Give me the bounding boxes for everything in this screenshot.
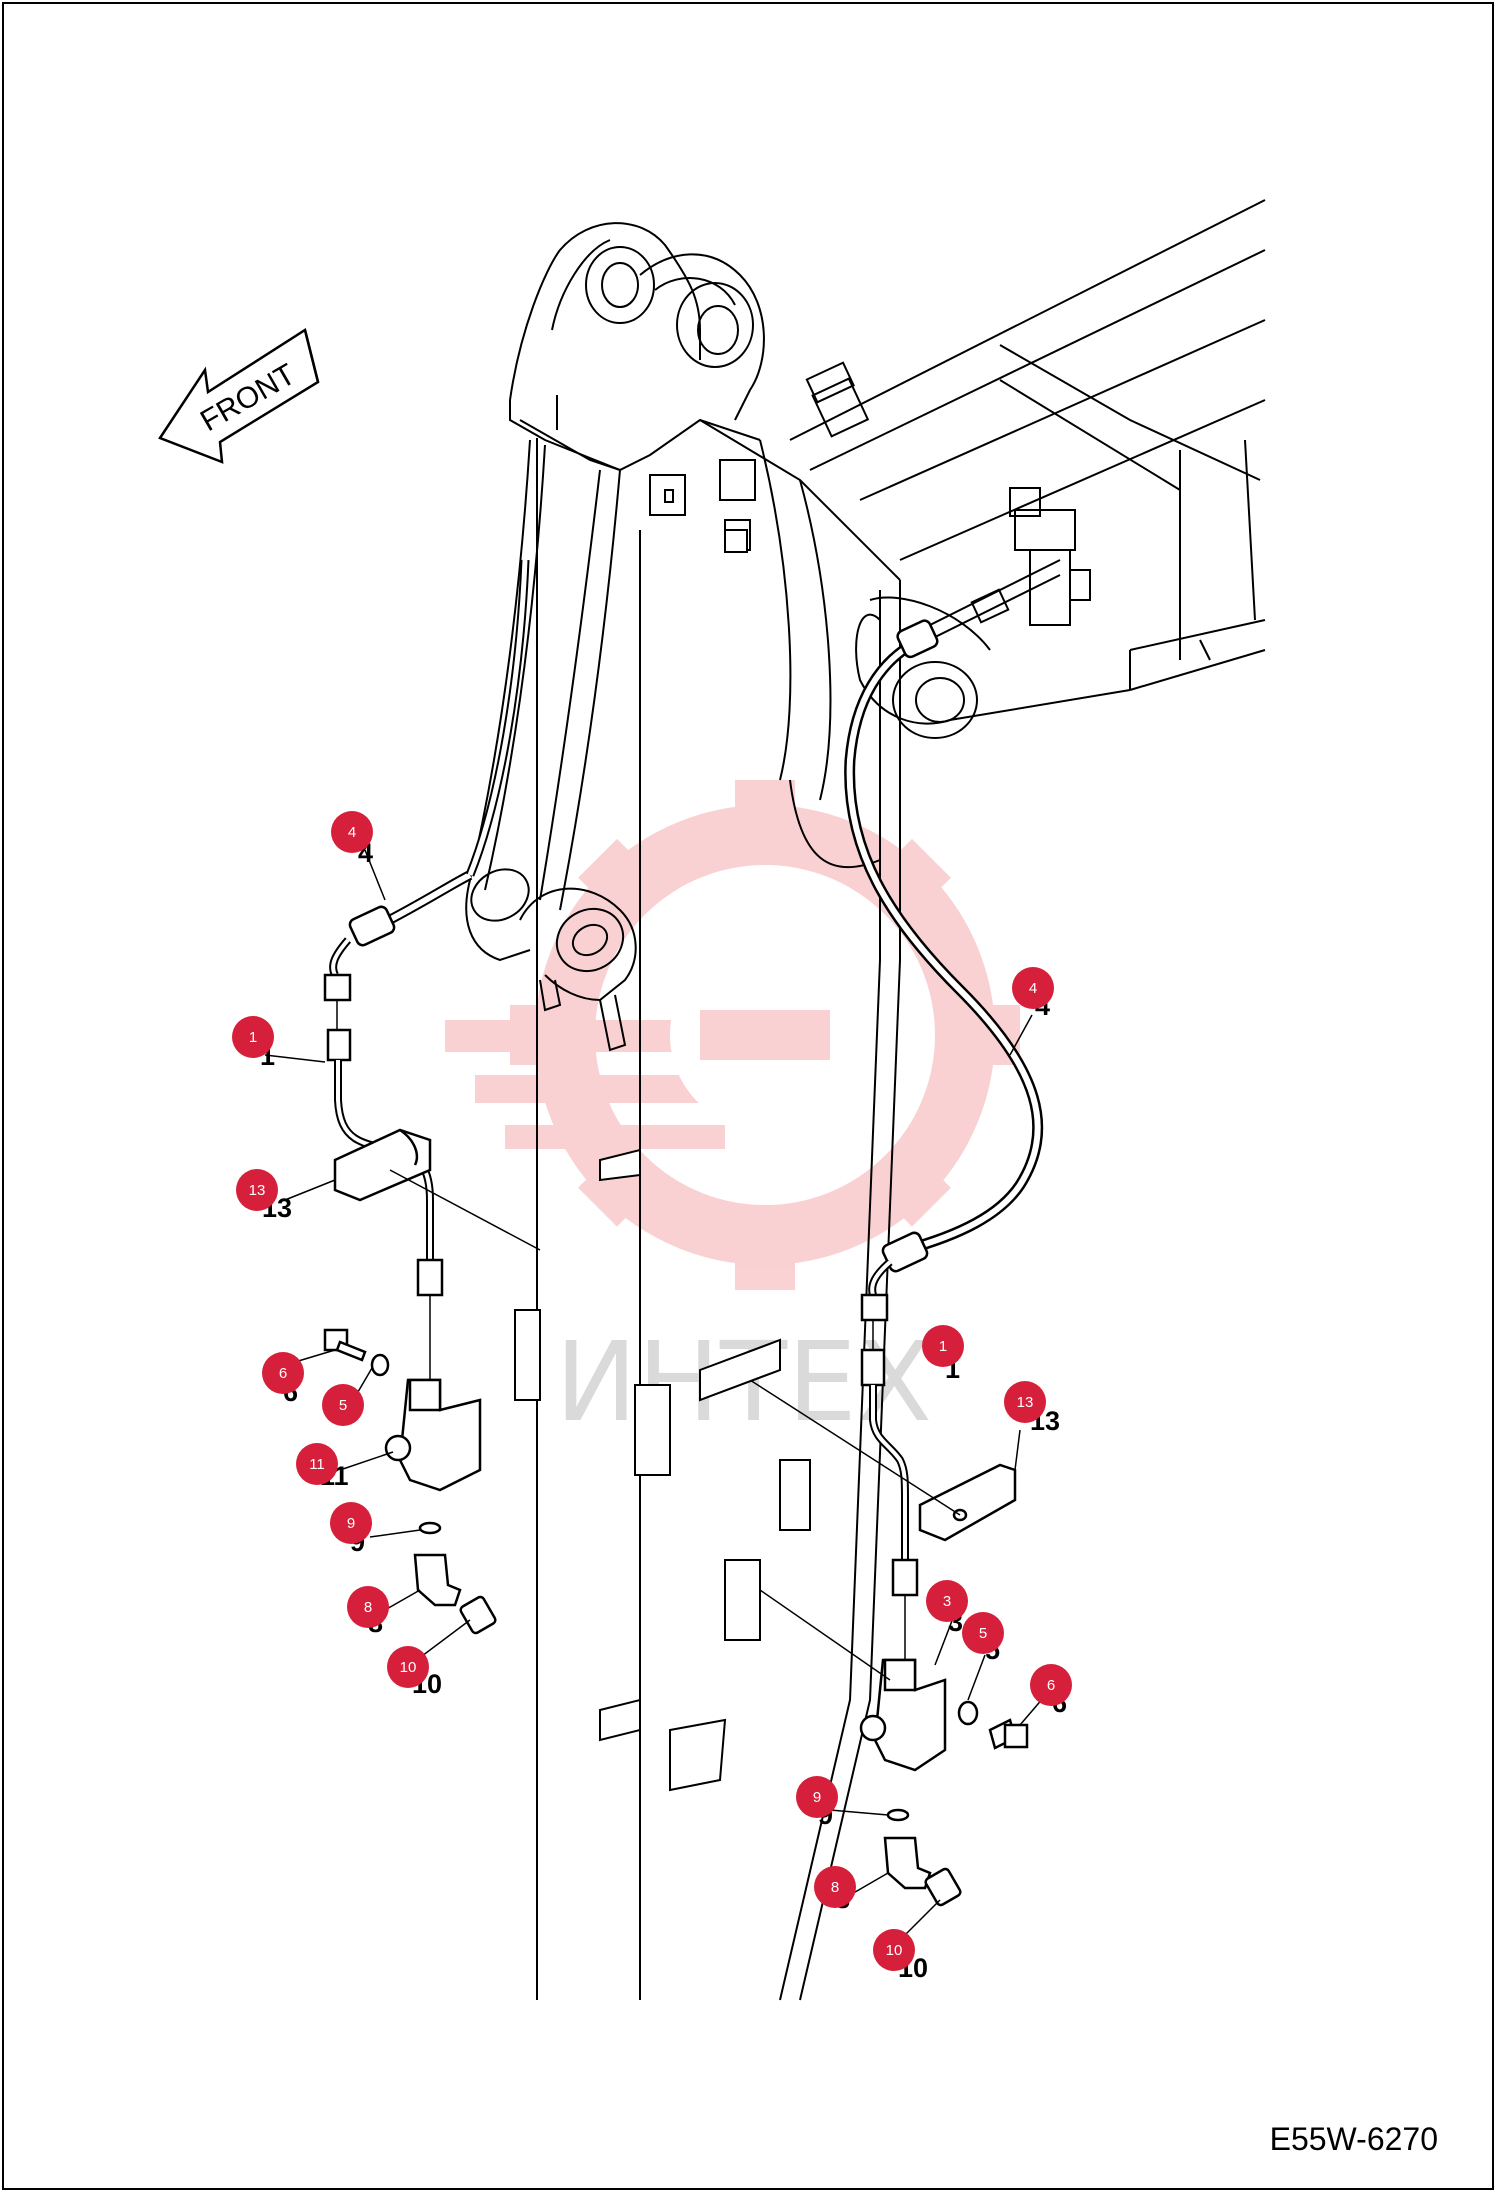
callout-left-11[interactable]: 11	[296, 1443, 338, 1485]
svg-text:5: 5	[979, 1625, 987, 1642]
front-arrow-icon: FRONT	[158, 328, 320, 464]
callout-left-6[interactable]: 6	[262, 1352, 304, 1394]
callout-bubbles: 4 1 13 6 5 11 9 8 10 4 1 13 3 5 6 9 8 10	[232, 811, 1072, 1971]
svg-text:5: 5	[339, 1397, 347, 1414]
svg-text:6: 6	[279, 1365, 287, 1382]
callout-right-6[interactable]: 6	[1030, 1664, 1072, 1706]
callout-right-5[interactable]: 5	[962, 1612, 1004, 1654]
callout-left-5[interactable]: 5	[322, 1384, 364, 1426]
svg-text:4: 4	[348, 824, 356, 841]
callout-left-13[interactable]: 13	[236, 1169, 278, 1211]
svg-text:11: 11	[309, 1456, 325, 1473]
svg-text:10: 10	[886, 1942, 903, 1959]
callout-left-1[interactable]: 1	[232, 1016, 274, 1058]
callout-right-3[interactable]: 3	[926, 1580, 968, 1622]
svg-text:8: 8	[831, 1879, 839, 1896]
boom-brackets	[514, 529, 811, 1792]
right-pipe-assembly	[749, 619, 1044, 1907]
svg-text:9: 9	[347, 1515, 355, 1532]
arm-structure	[789, 199, 1266, 739]
callout-right-13[interactable]: 13	[1004, 1381, 1046, 1423]
svg-text:9: 9	[813, 1789, 821, 1806]
svg-text:1: 1	[939, 1338, 947, 1355]
callout-right-1[interactable]: 1	[922, 1325, 964, 1367]
callout-right-8[interactable]: 8	[814, 1866, 856, 1908]
svg-text:13: 13	[249, 1182, 266, 1199]
callout-right-9[interactable]: 9	[796, 1776, 838, 1818]
callout-left-10[interactable]: 10	[387, 1646, 429, 1688]
callout-right-10[interactable]: 10	[873, 1929, 915, 1971]
callout-right-4[interactable]: 4	[1012, 967, 1054, 1009]
left-pipe-assembly	[323, 559, 541, 1635]
svg-text:3: 3	[943, 1593, 951, 1610]
svg-text:8: 8	[364, 1599, 372, 1616]
svg-text:4: 4	[1029, 980, 1037, 997]
svg-text:10: 10	[400, 1659, 417, 1676]
svg-text:13: 13	[1017, 1394, 1034, 1411]
callout-leaders	[264, 849, 1051, 1951]
callout-left-8[interactable]: 8	[347, 1586, 389, 1628]
boom-structure	[465, 222, 901, 2001]
svg-text:1: 1	[249, 1029, 257, 1046]
svg-text:6: 6	[1047, 1677, 1055, 1694]
callout-left-9[interactable]: 9	[330, 1502, 372, 1544]
watermark-logo	[445, 780, 1020, 1290]
callout-left-4[interactable]: 4	[331, 811, 373, 853]
drawing-code: E55W-6270	[1269, 2121, 1438, 2157]
